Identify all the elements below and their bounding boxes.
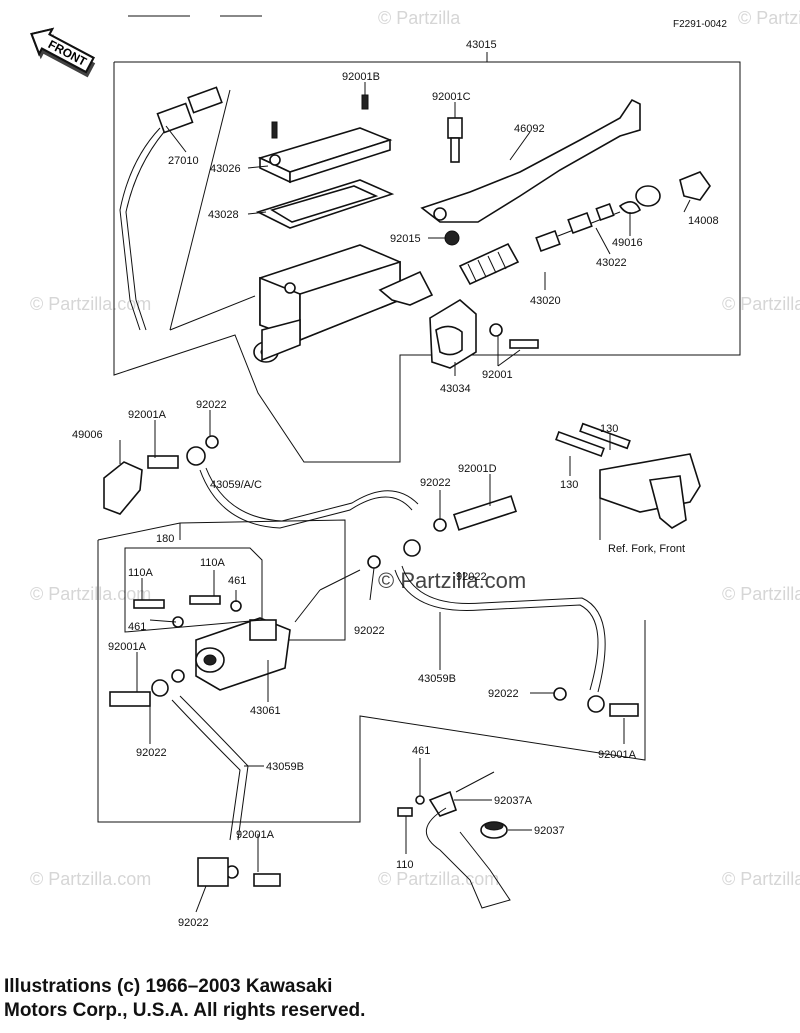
- label-92001: 92001: [482, 369, 513, 381]
- label-92001D: 92001D: [458, 463, 497, 475]
- label-180: 180: [156, 533, 174, 545]
- watermark: © Partzilla.com: [30, 584, 151, 604]
- watermark: © Partzilla: [722, 584, 800, 604]
- label-92037: 92037: [534, 825, 565, 837]
- watermark: © Partzilla: [738, 8, 800, 28]
- watermark: © Partzilla: [722, 869, 800, 889]
- watermarks: © Partzilla © Partzilla © Partzilla.com …: [30, 8, 800, 889]
- label-461: 461: [128, 621, 146, 633]
- part-labels: 43015 92001B 92001C 46092 27010 43026 43…: [72, 39, 719, 929]
- watermark: © Partzilla: [722, 294, 800, 314]
- figure-reference-code: F2291-0042: [673, 19, 727, 30]
- label-43061: 43061: [250, 705, 281, 717]
- label-43028: 43028: [208, 209, 239, 221]
- label-43059AC: 43059/A/C: [210, 479, 262, 491]
- label-92037A: 92037A: [494, 795, 533, 807]
- reservoir-cap: [257, 127, 393, 184]
- assembly-outline-top: [113, 52, 741, 463]
- label-43034: 43034: [440, 383, 471, 395]
- clamp: [429, 299, 477, 369]
- ref-fork-note: Ref. Fork, Front: [608, 543, 685, 555]
- brake-hoses: [171, 467, 606, 841]
- bolts: [271, 94, 539, 349]
- copyright-notice: Illustrations (c) 1966–2003 Kawasaki Mot…: [4, 976, 366, 1021]
- label-43059B: 43059B: [418, 673, 456, 685]
- label-43026: 43026: [210, 163, 241, 175]
- label-92022: 92022: [420, 477, 451, 489]
- label-43022: 43022: [596, 257, 627, 269]
- reservoir-diaphragm: [255, 179, 395, 229]
- label-130: 130: [600, 423, 618, 435]
- label-14008: 14008: [688, 215, 719, 227]
- brake-switch: [119, 86, 256, 331]
- label-46092: 46092: [514, 123, 545, 135]
- hose-stay: [397, 771, 511, 909]
- label-43020: 43020: [530, 295, 561, 307]
- label-92001A: 92001A: [128, 409, 167, 421]
- watermark: © Partzilla.com: [30, 294, 151, 314]
- fork-bracket: [555, 422, 701, 540]
- watermark: © Partzilla.com: [30, 869, 151, 889]
- label-92022: 92022: [456, 571, 487, 583]
- label-130: 130: [560, 479, 578, 491]
- assembly-outline-bottom: [97, 519, 646, 823]
- label-92001A: 92001A: [108, 641, 147, 653]
- label-92001B: 92001B: [342, 71, 380, 83]
- label-92022: 92022: [488, 688, 519, 700]
- banjo-fittings: [103, 435, 639, 887]
- label-49016: 49016: [612, 237, 643, 249]
- label-461: 461: [228, 575, 246, 587]
- label-49006: 49006: [72, 429, 103, 441]
- label-92022: 92022: [196, 399, 227, 411]
- watermark: © Partzilla.com: [378, 869, 499, 889]
- piston-assembly: [458, 171, 711, 286]
- label-92001C: 92001C: [432, 91, 471, 103]
- label-92022: 92022: [136, 747, 167, 759]
- label-92015: 92015: [390, 233, 421, 245]
- master-cylinder: [253, 244, 434, 363]
- watermark-dark: © Partzilla.com: [378, 568, 526, 593]
- brake-lever: [420, 98, 641, 223]
- label-110: 110: [396, 859, 414, 871]
- watermark: © Partzilla: [378, 8, 461, 28]
- label-92022: 92022: [354, 625, 385, 637]
- label-43059B: 43059B: [266, 761, 304, 773]
- label-92022: 92022: [178, 917, 209, 929]
- label-92001A: 92001A: [598, 749, 637, 761]
- leader-lines: [119, 82, 691, 913]
- label-461: 461: [412, 745, 430, 757]
- label-27010: 27010: [168, 155, 199, 167]
- label-110A: 110A: [128, 567, 154, 579]
- front-arrow: FRONT: [30, 27, 96, 78]
- label-43015: 43015: [466, 39, 497, 51]
- label-92001A: 92001A: [236, 829, 275, 841]
- label-110A: 110A: [200, 557, 226, 569]
